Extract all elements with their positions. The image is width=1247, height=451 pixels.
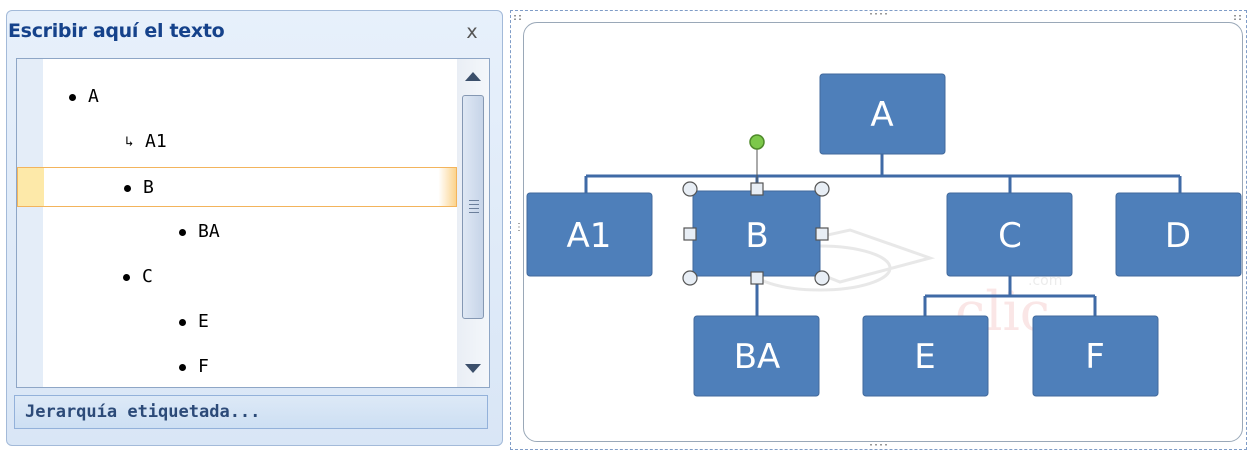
resize-handle[interactable] xyxy=(814,270,830,286)
list-item-label: B xyxy=(143,177,154,198)
list-item-label: C xyxy=(142,266,153,287)
svg-text:.com: .com xyxy=(1028,273,1062,289)
bullet-icon xyxy=(179,302,196,342)
resize-handle[interactable] xyxy=(750,271,764,285)
pane-title: Escribir aquí el texto xyxy=(8,20,225,42)
scroll-up-icon[interactable] xyxy=(463,67,483,87)
node-b[interactable]: B xyxy=(692,190,821,277)
rotate-handle[interactable] xyxy=(749,134,765,150)
node-d[interactable]: D xyxy=(1115,192,1242,277)
list-item[interactable]: ↳ A1 xyxy=(17,122,457,162)
close-icon[interactable]: x xyxy=(466,21,478,43)
node-a1[interactable]: A1 xyxy=(526,192,653,277)
bullet-icon xyxy=(69,77,86,117)
list-item[interactable]: A xyxy=(17,77,457,117)
list-item-label: A xyxy=(88,86,99,107)
node-ba[interactable]: BA xyxy=(693,315,820,397)
resize-handle[interactable] xyxy=(750,182,764,196)
list-item-selected[interactable]: B xyxy=(17,167,457,207)
list-item-label: E xyxy=(198,311,209,332)
top-left-handle[interactable]: :: xyxy=(512,12,523,23)
node-f-label: F xyxy=(1085,337,1105,377)
node-b-label: B xyxy=(745,216,768,256)
list-item-label: BA xyxy=(198,221,220,242)
node-a1-label: A1 xyxy=(567,216,612,256)
node-a[interactable]: A xyxy=(819,73,946,155)
list-item-label: F xyxy=(198,356,209,377)
text-list[interactable]: A ↳ A1 B BA C E F xyxy=(16,58,490,388)
footer-link-label: Jerarquía etiquetada... xyxy=(25,402,261,422)
list-gutter xyxy=(17,59,43,387)
list-item[interactable]: E xyxy=(17,302,457,342)
footer-link-button[interactable]: Jerarquía etiquetada... xyxy=(14,395,488,429)
resize-handle[interactable] xyxy=(682,181,698,197)
list-item-label: A1 xyxy=(145,131,167,152)
scroll-thumb[interactable] xyxy=(462,95,484,319)
sub-arrow-icon: ↳ xyxy=(125,134,134,150)
resize-handle[interactable] xyxy=(683,227,697,241)
bottom-resize-handle[interactable]: ···· xyxy=(868,440,889,451)
left-resize-handle[interactable]: ⋮ xyxy=(514,222,524,233)
resize-handle[interactable] xyxy=(814,181,830,197)
connector-lines xyxy=(584,154,1182,316)
node-a-label: A xyxy=(870,95,893,135)
resize-handle[interactable] xyxy=(682,270,698,286)
node-c[interactable]: C xyxy=(946,192,1073,277)
node-e-label: E xyxy=(914,337,935,377)
resize-handle[interactable] xyxy=(815,227,829,241)
top-resize-handle[interactable]: ···· xyxy=(868,9,889,20)
scroll-down-icon[interactable] xyxy=(463,359,483,379)
node-ba-label: BA xyxy=(734,337,781,377)
node-d-label: D xyxy=(1165,216,1191,256)
node-f[interactable]: F xyxy=(1032,315,1159,397)
bullet-icon xyxy=(123,257,140,297)
bullet-icon xyxy=(124,168,141,208)
list-item[interactable]: C xyxy=(17,257,457,297)
node-c-label: C xyxy=(998,216,1022,256)
vertical-scrollbar[interactable] xyxy=(457,59,489,387)
selection-handles[interactable] xyxy=(682,134,830,286)
list-item[interactable]: BA xyxy=(17,212,457,252)
bullet-icon xyxy=(179,212,196,252)
list-item[interactable]: F xyxy=(17,347,457,387)
bullet-icon xyxy=(179,347,196,387)
node-e[interactable]: E xyxy=(862,315,989,397)
top-right-handle[interactable]: :: xyxy=(1232,12,1243,23)
